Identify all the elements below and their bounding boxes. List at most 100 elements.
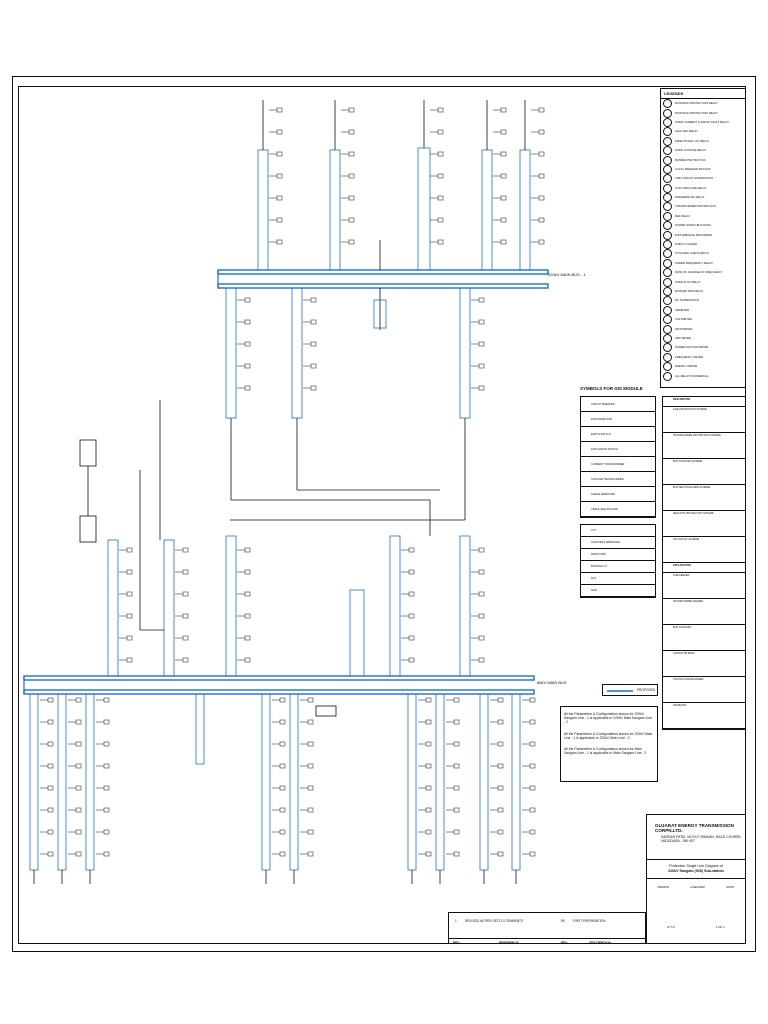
relay-box — [437, 151, 444, 157]
relay-box — [310, 341, 317, 347]
relay-box — [47, 741, 54, 747]
relay-box — [126, 657, 133, 663]
relay-box — [182, 613, 189, 619]
legend-item-7: LOCAL BREAKER BACKUP — [661, 164, 745, 174]
relay-box — [307, 719, 314, 725]
relay-symbol-icon — [663, 249, 672, 259]
relay-box — [408, 613, 415, 619]
relay-box — [437, 239, 444, 245]
relay-box — [425, 719, 432, 725]
relay-box — [538, 239, 545, 245]
relay-box — [408, 591, 415, 597]
relay-box — [307, 697, 314, 703]
relay-box — [182, 657, 189, 663]
relay-box — [47, 829, 54, 835]
explanation-row-3: CAPACITOR BANK — [663, 651, 745, 677]
relay-symbol-icon — [663, 305, 672, 315]
relay-box — [453, 829, 460, 835]
relay-box — [276, 173, 283, 179]
legend-item-29: ALL RELAYS NUMERICAL — [661, 371, 745, 381]
relay-box — [408, 635, 415, 641]
relay-box — [538, 217, 545, 223]
relay-box — [279, 851, 286, 857]
legend-item-27: FREQUENCY METER — [661, 352, 745, 362]
relay-box — [497, 697, 504, 703]
company-address-2: VADODARA - 390 007 — [661, 839, 695, 844]
scheme-table-header-2: EXPLANATION — [663, 563, 745, 573]
relay-box — [497, 807, 504, 813]
relay-box — [500, 107, 507, 113]
relay-box — [453, 741, 460, 747]
relay-symbol-icon — [663, 99, 672, 109]
relay-box — [497, 785, 504, 791]
notes-box: All the Parameters & Configurations show… — [560, 706, 658, 782]
explanation-row-0: LINE FEEDER — [663, 573, 745, 599]
note-3: All the Parameters & Configurations show… — [564, 747, 647, 756]
legend-item-23: VOLTMETER — [661, 315, 745, 325]
legend-item-17: UNDER FREQUENCY RELAY — [661, 258, 745, 268]
relay-box — [279, 697, 286, 703]
checked-label: CHECKED — [690, 885, 705, 889]
relay-box — [126, 635, 133, 641]
relay-symbol-icon — [663, 136, 672, 146]
relay-symbol-icon — [663, 371, 672, 381]
explanation-row-4: STATION TRANSFORMER — [663, 677, 745, 703]
relay-box — [538, 195, 545, 201]
drawn-label: DRAWN — [657, 885, 669, 889]
relay-box — [244, 569, 251, 575]
relay-box — [244, 657, 251, 663]
legend-item-22: AMMETER — [661, 305, 745, 315]
relay-box — [244, 297, 251, 303]
relay-box — [103, 697, 110, 703]
table2-row-3: BUSHING CT — [581, 561, 655, 573]
relay-box — [103, 763, 110, 769]
legend-item-18: RATE OF CHANGE OF FREQUENCY — [661, 268, 745, 278]
relay-box — [126, 569, 133, 575]
relay-box — [425, 851, 432, 857]
relay-box — [425, 807, 432, 813]
relay-symbol-icon — [663, 333, 672, 343]
relay-box — [529, 719, 536, 725]
relay-box — [279, 763, 286, 769]
legend-item-3: HIGH SET RELAY — [661, 127, 745, 137]
relay-box — [126, 547, 133, 553]
relay-box — [478, 657, 485, 663]
relay-box — [437, 173, 444, 179]
relay-box — [500, 217, 507, 223]
relay-box — [47, 851, 54, 857]
table2-row-1: LIGHTNING ARRESTER — [581, 537, 655, 549]
relay-symbol-icon — [663, 258, 672, 268]
relay-box — [348, 195, 355, 201]
relay-box — [529, 829, 536, 835]
relay-symbol-icon — [663, 352, 672, 362]
relay-box — [182, 569, 189, 575]
relay-box — [244, 591, 251, 597]
revision-block: 1 REVISED AS PER GETCO COMMENTS R0 FIRST… — [448, 912, 646, 945]
relay-symbol-icon — [663, 127, 672, 137]
sheet-value: 1 OF 1 — [715, 925, 725, 929]
relay-box — [425, 741, 432, 747]
relay-box — [453, 697, 460, 703]
relay-box — [425, 829, 432, 835]
legend-item-2: OVER CURRENT & EARTH FAULT RELAY — [661, 117, 745, 127]
scheme-table-header: DESCRIPTION — [663, 397, 745, 407]
relay-box — [478, 297, 485, 303]
mid-feeders — [225, 287, 471, 521]
relay-box — [437, 129, 444, 135]
relay-symbol-icon — [663, 343, 672, 353]
relay-box — [307, 807, 314, 813]
scheme-row-4: REACTOR PROTECTION SCHEME — [663, 511, 745, 537]
gis-row-6: SURGE ARRESTER — [581, 487, 655, 502]
lower-busbar-2 — [23, 689, 535, 695]
relay-box — [478, 547, 485, 553]
relay-box — [126, 591, 133, 597]
relay-symbol-icon — [663, 221, 672, 231]
relay-box — [307, 741, 314, 747]
scheme-row-1: TRANSFORMER PROTECTION SCHEME — [663, 433, 745, 459]
relay-box — [348, 107, 355, 113]
table2-row-4: NCT — [581, 573, 655, 585]
table2-row-2: WAVE TRAP — [581, 549, 655, 561]
